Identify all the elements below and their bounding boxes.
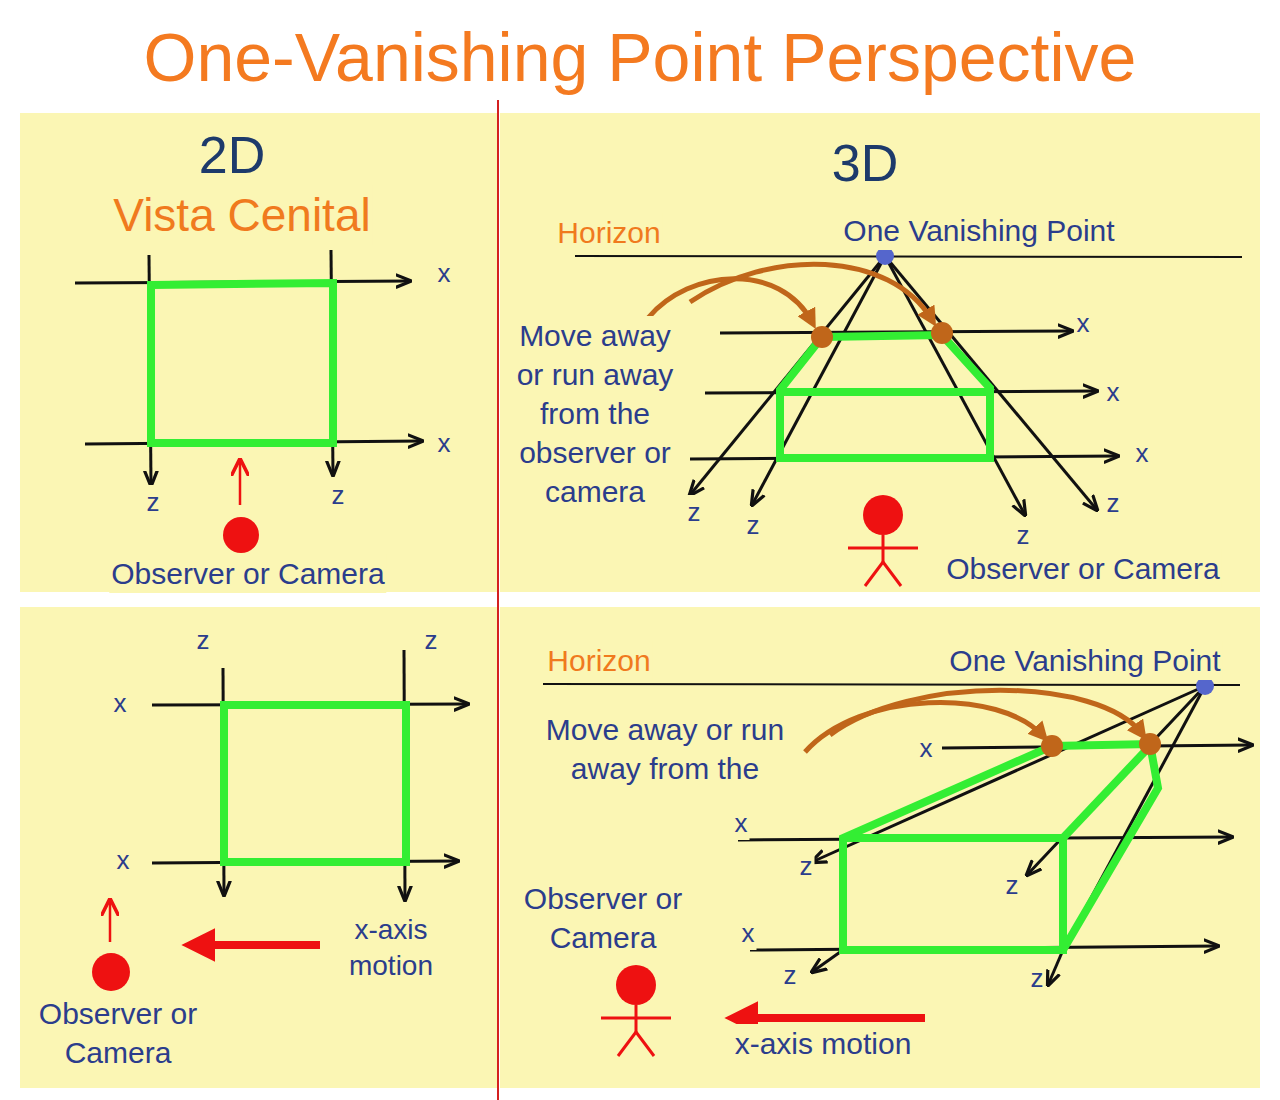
panel: 3D Horizon One Vanishing PointMove away or…: [500, 113, 1260, 592]
axis-label: z: [1105, 486, 1122, 520]
panel-ground: [20, 113, 1260, 1088]
axis-label: z: [423, 623, 440, 657]
axis-label: x: [1105, 375, 1122, 409]
panel: 2DVista Cenital x x z zObserver or Camera: [20, 113, 497, 592]
axis-label: x: [115, 843, 132, 877]
motion-label: x-axis motion: [324, 912, 458, 984]
axis-label: z: [1004, 868, 1021, 902]
vanishing-point-label: One Vanishing Point: [947, 641, 1222, 680]
axis-label: z: [145, 485, 162, 519]
axis-label: x: [918, 731, 935, 765]
top-view-2d-motion: [92, 650, 468, 991]
horizon-label: Horizon: [545, 641, 652, 680]
axis-label: z: [195, 623, 212, 657]
axis-label: x: [436, 256, 453, 290]
axis-label: z: [1015, 518, 1032, 552]
axis-label: z: [1029, 961, 1046, 995]
page-title: One-Vanishing Point Perspective: [140, 18, 1141, 96]
axis-label: z: [782, 958, 799, 992]
axis-label: z: [330, 478, 347, 512]
panel: Horizon One Vanishing PointMove away or r…: [500, 607, 1260, 1088]
panel: z z x x x-axis motionObserver or Camera: [20, 607, 497, 1088]
horizon-label: Horizon: [555, 213, 662, 252]
axis-label: x: [1134, 436, 1151, 470]
axis-label: z: [686, 495, 703, 529]
observer-label: Observer or Camera: [29, 994, 208, 1072]
note-text: Move away or run away from the observer …: [506, 316, 685, 511]
motion-label: x-axis motion: [733, 1024, 914, 1063]
observer-label: Observer or Camera: [109, 554, 386, 593]
panel-heading: 2D: [197, 121, 267, 189]
note-text: Move away or run away from the: [533, 710, 797, 788]
observer-label: Observer or Camera: [944, 549, 1221, 588]
observer-label: Observer or Camera: [514, 879, 693, 957]
vanishing-point-label: One Vanishing Point: [841, 211, 1116, 250]
axis-label: x: [112, 686, 129, 720]
axis-label: x: [436, 426, 453, 460]
panel-heading: 3D: [830, 129, 900, 197]
axis-label: x: [740, 916, 757, 950]
axis-label: z: [745, 508, 762, 542]
axis-label: x: [1075, 306, 1092, 340]
top-view-2d: [75, 250, 422, 553]
axis-label: z: [798, 849, 815, 883]
panel-subheading: Vista Cenital: [111, 185, 372, 245]
axis-label: x: [733, 806, 750, 840]
divider-line: [497, 100, 499, 1100]
